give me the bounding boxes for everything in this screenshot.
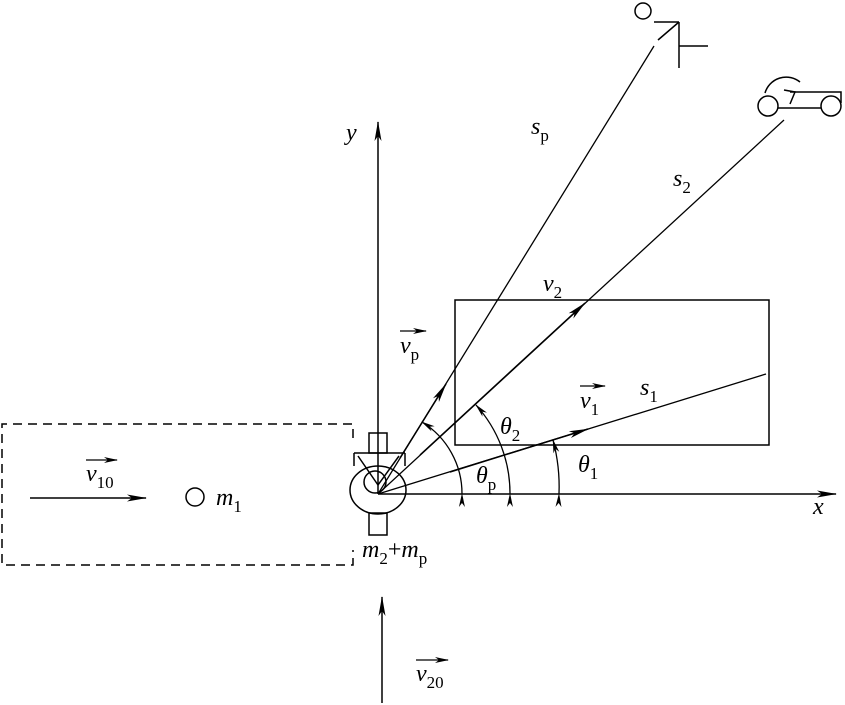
v1-label: v1 (580, 388, 599, 419)
m1-label: m1 (216, 485, 242, 516)
vp-arrow (399, 383, 447, 459)
theta2-label: θ2 (500, 414, 520, 445)
theta1-arc (552, 439, 562, 508)
s2-label: s2 (673, 166, 691, 197)
theta-p-arc (421, 421, 465, 508)
v10-label: v10 (86, 461, 114, 492)
y-axis-label: y (344, 120, 357, 146)
v20-label: v20 (416, 661, 444, 692)
v2-label: v2 (543, 271, 562, 302)
m2-plus-mp-label: m2+mp (362, 537, 427, 568)
theta-p-label: θp (476, 463, 496, 494)
vp-label: vp (400, 333, 419, 364)
car-final-rectangle (454, 299, 770, 446)
s1-label: s1 (640, 375, 658, 406)
sp-label: sp (531, 114, 549, 145)
mass-m1-marker (185, 487, 205, 507)
pedestrian-icon (634, 2, 708, 68)
v1-arrow (449, 428, 589, 473)
x-axis-label: x (812, 494, 824, 520)
car-m1-outline (1, 423, 354, 566)
theta2-arc (475, 404, 513, 508)
vehicle-top-view-icon (349, 432, 407, 536)
motorcycle-icon (757, 76, 842, 117)
theta1-label: θ1 (578, 452, 598, 483)
